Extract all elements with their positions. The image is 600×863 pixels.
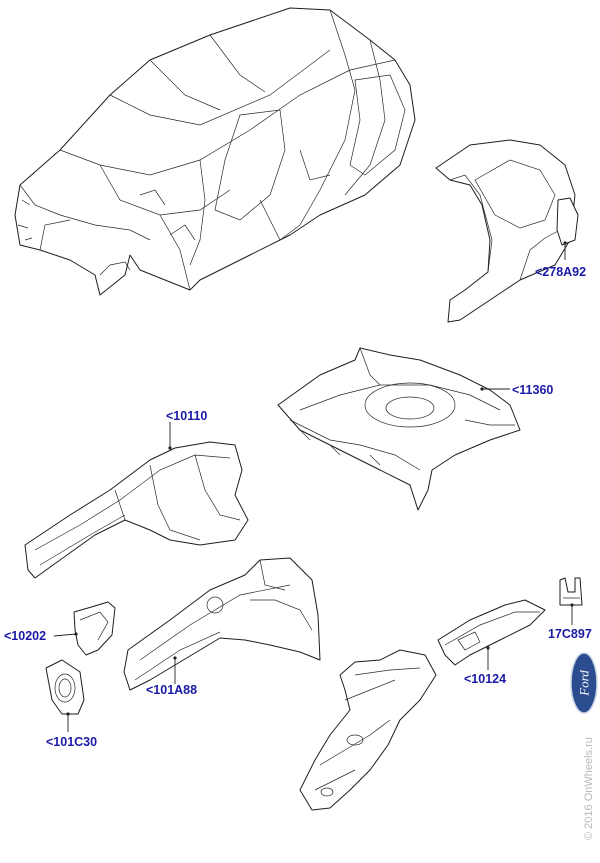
leader-dot-10110: [168, 446, 172, 450]
rear-quarter-panel: [435, 139, 579, 323]
rail-10124: [437, 599, 546, 666]
leader-lines: [53, 241, 574, 732]
leader-dot-278a92: [563, 241, 567, 245]
callout-278a92: <278A92: [535, 265, 586, 279]
leader-dot-101a88: [173, 656, 177, 660]
watermark-text: © 2016 OnWheels.ru: [583, 737, 595, 840]
leader-dot-11360: [480, 387, 484, 391]
bracket-10202: [73, 601, 116, 656]
leader-dot-101c30: [66, 712, 70, 716]
callout-11360: <11360: [512, 383, 553, 397]
callout-101a88: <101A88: [146, 683, 197, 697]
callout-10124: <10124: [464, 672, 506, 686]
logo-text: Ford: [577, 670, 592, 697]
leader-dot-10202: [74, 632, 78, 636]
callout-10202: <10202: [4, 629, 46, 643]
ford-logo: Ford: [570, 652, 598, 714]
leader-10202: [53, 633, 77, 637]
inner-wheelhouse: [123, 557, 321, 691]
callout-101c30: <101C30: [46, 735, 97, 749]
leader-dot-10124: [486, 646, 490, 650]
callout-17c897: 17C897: [548, 627, 592, 641]
leader-dot-17c897: [570, 603, 574, 607]
callout-labels: <278A92 <11360 <10110 <10202 <101A88 17C…: [4, 265, 592, 749]
rear-rail-assembly: [299, 649, 437, 811]
front-side-member: [24, 441, 249, 579]
plate-101c30: [45, 659, 85, 715]
watermark: © 2016 OnWheels.ru: [583, 737, 595, 840]
bracket-17c897: [559, 577, 583, 606]
body-shell: [14, 7, 416, 296]
callout-10110: <10110: [166, 409, 207, 423]
rear-floor-pan: [277, 347, 521, 511]
